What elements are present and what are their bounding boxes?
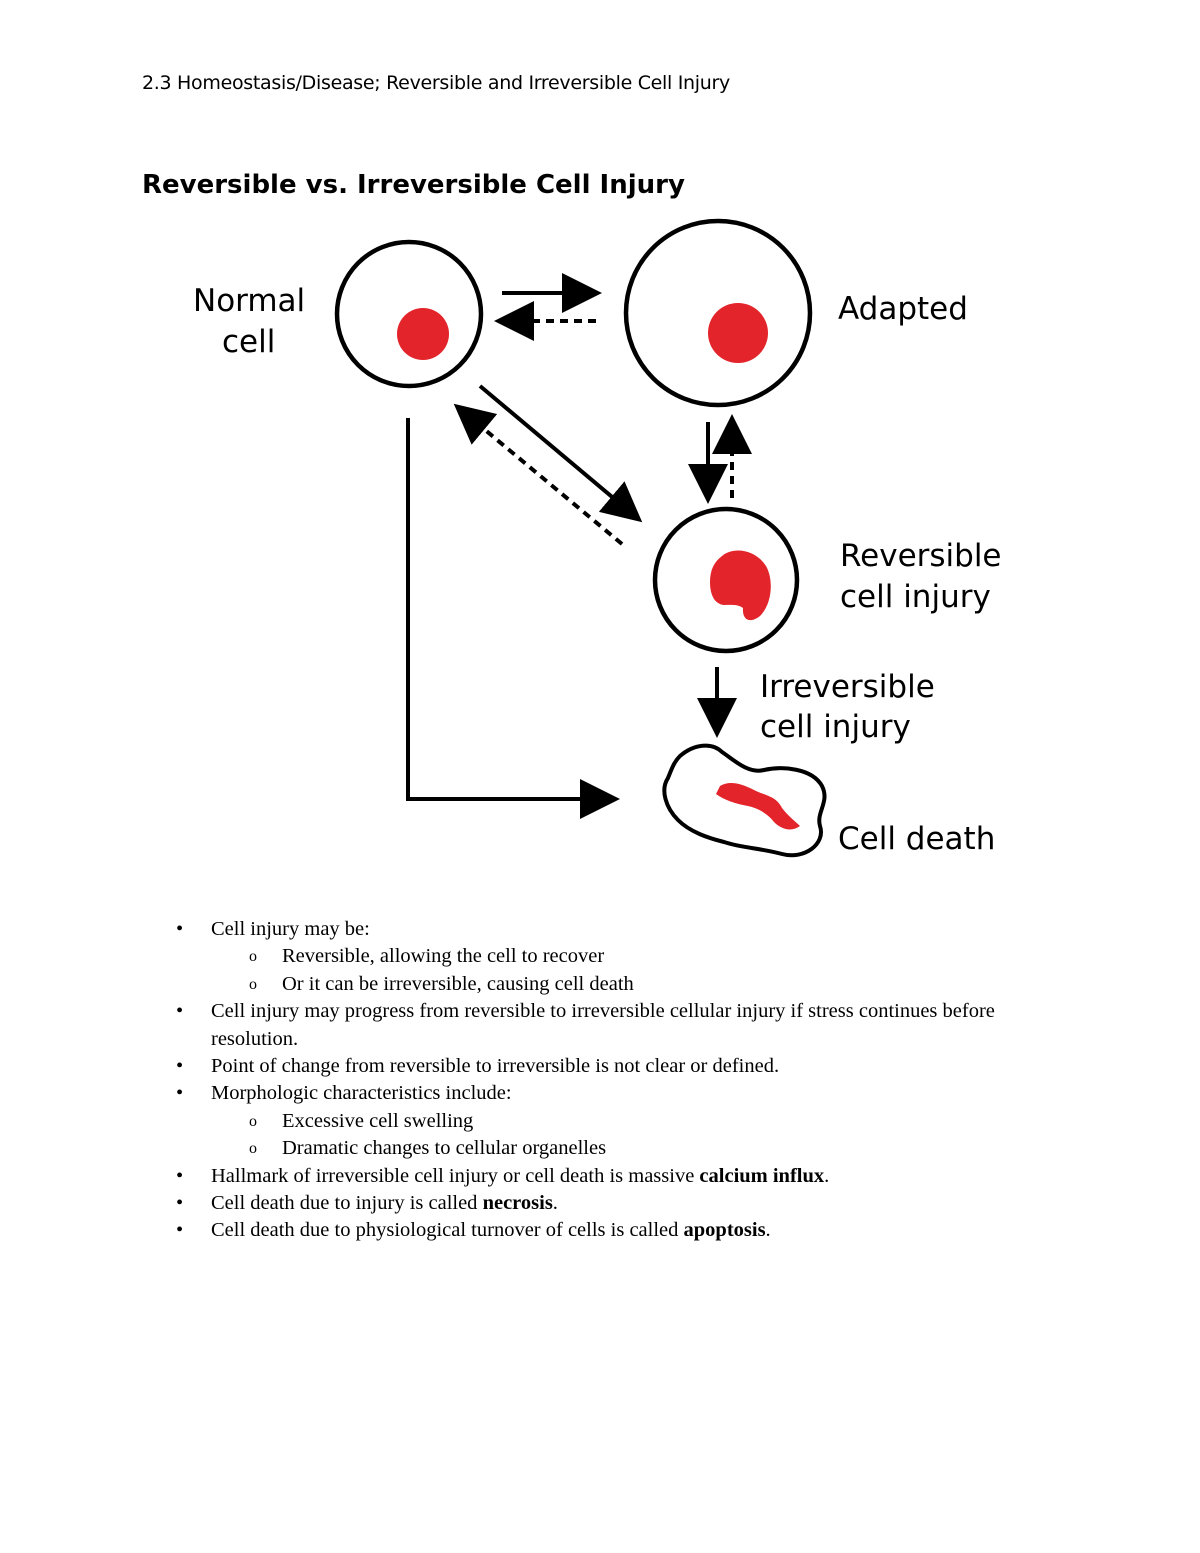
normal-cell (334, 239, 484, 389)
label-adapted: Adapted (838, 291, 968, 327)
label-irreversible-line2: cell injury (760, 709, 911, 745)
label-normal-line2: cell (222, 324, 275, 360)
list-item: Cell injury may progress from reversible… (176, 998, 1076, 1053)
cell-injury-diagram: Reversible vs. Irreversible Cell Injury … (142, 170, 1002, 858)
adapted-cell (623, 218, 813, 408)
page-header: 2.3 Homeostasis/Disease; Reversible and … (142, 72, 730, 94)
list-item: Cell death due to injury is called necro… (176, 1190, 1076, 1218)
arrow-reversible-to-normal-dashed (453, 403, 624, 546)
sub-list: Reversible, allowing the cell to recover… (211, 943, 1076, 998)
arrow-normal-to-reversible (478, 384, 643, 523)
list-item: Or it can be irreversible, causing cell … (211, 971, 1076, 999)
sub-list: Excessive cell swelling Dramatic changes… (211, 1108, 1076, 1163)
term-calcium-influx: calcium influx (699, 1164, 825, 1187)
label-reversible-line2: cell injury (840, 579, 991, 615)
diagram-title: Reversible vs. Irreversible Cell Injury (142, 170, 685, 200)
label-reversible-line1: Reversible (840, 538, 1002, 574)
label-irreversible-line1: Irreversible (760, 669, 935, 705)
term-necrosis: necrosis (482, 1192, 553, 1215)
list-item: Point of change from reversible to irrev… (176, 1053, 1076, 1081)
adapted-cell-nucleus (708, 303, 768, 363)
list-item: Dramatic changes to cellular organelles (211, 1135, 1076, 1163)
list-item: Excessive cell swelling (211, 1108, 1076, 1136)
list-item: Cell death due to physiological turnover… (176, 1217, 1076, 1245)
list-item: Hallmark of irreversible cell injury or … (176, 1163, 1076, 1191)
label-normal-line1: Normal (193, 283, 305, 319)
reversible-injury-cell (652, 506, 800, 654)
dead-cell (662, 743, 827, 858)
term-apoptosis: apoptosis (683, 1219, 766, 1242)
arrow-normal-to-death (406, 418, 620, 819)
list-item: Morphologic characteristics include: Exc… (176, 1080, 1076, 1163)
swollen-nucleus (710, 550, 771, 621)
fragmented-nucleus (716, 783, 800, 830)
bullet-list: Cell injury may be: Reversible, allowing… (176, 916, 1076, 1245)
normal-cell-nucleus (397, 308, 449, 360)
label-cell-death: Cell death (838, 821, 995, 857)
list-item: Reversible, allowing the cell to recover (211, 943, 1076, 971)
list-item: Cell injury may be: Reversible, allowing… (176, 916, 1076, 999)
